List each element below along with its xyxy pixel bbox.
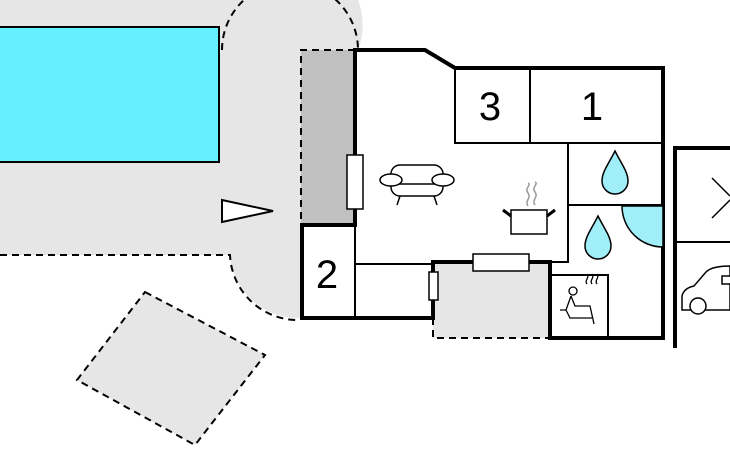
room-label-1: 1 [581,85,603,129]
walls [300,48,730,348]
entrance-arrow-icon [221,198,274,224]
cooking-pot-icon [502,181,556,235]
window [428,271,439,301]
covered-terrace [301,50,355,225]
patio [433,262,550,338]
shower-drop-icon [601,149,629,195]
door-swing [621,205,664,248]
sofa-icon [379,164,455,206]
room-label-2: 2 [316,253,338,297]
room-label-3: 3 [479,85,501,129]
car-icon [681,265,730,315]
outdoor-area [75,290,267,447]
garage-door-cross [711,177,730,219]
sauna-icon [560,273,599,325]
shower-drop-icon [584,214,612,260]
window [472,253,530,272]
pool [0,26,220,163]
window [346,154,364,210]
